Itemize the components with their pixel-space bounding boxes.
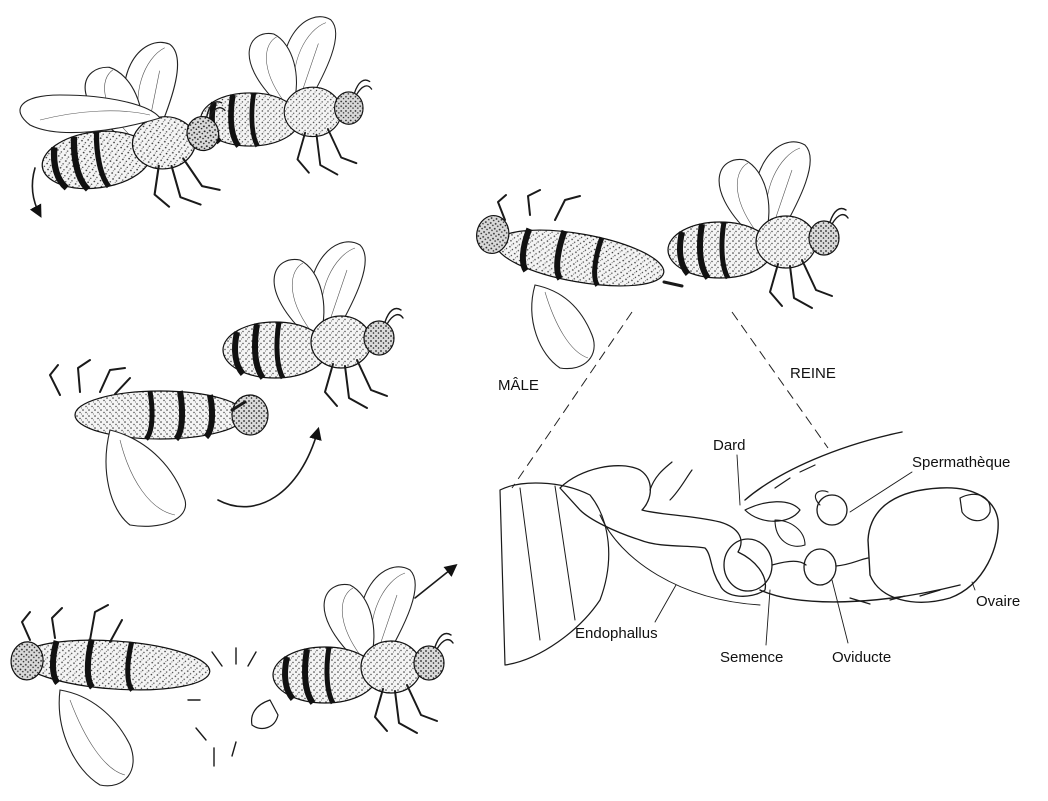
detached-endophallus <box>252 700 278 728</box>
connected-pair <box>471 142 848 369</box>
stage2-male-legs <box>50 360 130 395</box>
male-wing <box>532 285 594 369</box>
label-male: MÂLE <box>498 377 539 394</box>
stage1-pair <box>20 17 372 225</box>
leader-spermatheque <box>850 472 912 512</box>
leader-oviducte <box>832 580 848 643</box>
label-oviducte: Oviducte <box>832 649 891 666</box>
endophallus-tube <box>600 515 760 605</box>
stage3-male-legs <box>22 605 122 642</box>
oviduct <box>804 549 836 585</box>
stage2-male-wing <box>106 430 185 526</box>
stage3-male-wing <box>59 690 133 786</box>
leader-semence <box>766 590 770 645</box>
label-ovaire: Ovaire <box>976 593 1020 610</box>
label-semence: Semence <box>720 649 783 666</box>
oviduct-tube <box>772 558 868 566</box>
stage2-pair <box>50 242 403 526</box>
endophallus-shape <box>560 466 765 597</box>
label-dard: Dard <box>713 437 746 454</box>
queen-abdomen-upper <box>745 432 902 500</box>
sequence-arrow-2 <box>218 430 318 507</box>
spermatheca <box>817 495 847 525</box>
label-endophallus: Endophallus <box>575 625 658 642</box>
label-spermatheque: Spermathèque <box>912 454 1010 471</box>
leader-endophallus <box>655 585 676 622</box>
male-legs <box>498 190 580 220</box>
label-queen: REINE <box>790 365 836 382</box>
sequence-arrow-1 <box>32 168 40 215</box>
sting <box>745 502 800 522</box>
stage3-separated <box>10 567 453 786</box>
leader-dard <box>737 455 740 505</box>
sequence-arrow-3 <box>415 566 455 598</box>
semen-bulb <box>724 539 772 591</box>
ovary <box>868 488 998 602</box>
